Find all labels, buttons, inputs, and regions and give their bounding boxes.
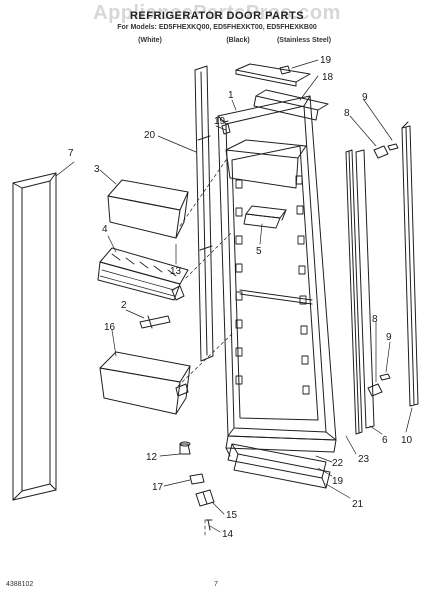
callout-9-top: 9 <box>362 92 368 103</box>
callout-21: 21 <box>352 499 364 510</box>
callout-labels: 1 2 3 4 5 6 7 8 8 9 9 10 12 13 14 15 16 … <box>68 55 413 540</box>
bottom-hinge <box>195 489 215 507</box>
retainer-clip <box>139 315 171 329</box>
hinge-bushing <box>179 441 191 455</box>
door-gasket <box>12 172 57 501</box>
door-liner <box>217 95 337 441</box>
callout-14: 14 <box>222 529 234 540</box>
callout-6: 6 <box>382 435 388 446</box>
diagram-title: REFRIGERATOR DOOR PARTS <box>129 10 305 22</box>
page-number: 7 <box>214 581 218 588</box>
callout-4: 4 <box>102 224 108 235</box>
callout-22: 22 <box>332 458 344 469</box>
callout-15: 15 <box>226 510 238 521</box>
document-number: 4388102 <box>6 581 34 588</box>
liner-top-bin <box>225 139 307 189</box>
door-bin-upper <box>107 179 189 239</box>
callout-9-bottom: 9 <box>386 332 392 343</box>
callout-16: 16 <box>104 322 116 333</box>
door-handle <box>401 121 419 407</box>
door-panel-edge <box>355 149 375 429</box>
callout-12: 12 <box>146 452 158 463</box>
egg-tray <box>97 247 189 301</box>
callout-2: 2 <box>121 300 127 311</box>
callout-18: 18 <box>322 72 334 83</box>
callout-23: 23 <box>358 454 370 465</box>
callout-7: 7 <box>68 148 74 159</box>
hinge-spacer <box>189 473 205 485</box>
callout-3: 3 <box>94 164 100 175</box>
screw-left <box>221 120 231 135</box>
variant-stainless: (Stainless Steel) <box>276 37 332 44</box>
small-dairy-bin <box>243 205 287 229</box>
variant-white: (White) <box>138 37 162 44</box>
callout-19-bottom: 19 <box>332 476 344 487</box>
callout-19-left: 19 <box>214 116 226 127</box>
watermark: AppliancePartsPros.com <box>93 2 341 24</box>
callout-17: 17 <box>152 482 164 493</box>
handle-clip-bottom <box>367 373 391 397</box>
door-top-cap <box>253 89 329 121</box>
door-bin-lower <box>99 351 191 415</box>
door-trim-strip <box>194 65 214 362</box>
callout-8-bottom: 8 <box>372 314 378 325</box>
side-trim <box>345 149 363 435</box>
model-list: For Models: ED5FHEXKQ00, ED5FHEXKT00, ED… <box>117 24 317 31</box>
door-bottom-cap <box>227 443 331 489</box>
callout-8-top: 8 <box>344 108 350 119</box>
callout-19-top: 19 <box>320 55 332 66</box>
variant-black: (Black) <box>226 37 250 44</box>
callout-5: 5 <box>256 246 262 257</box>
callout-20: 20 <box>144 130 156 141</box>
hinge-screw <box>205 519 213 531</box>
handle-clip-top <box>373 143 399 159</box>
callout-1: 1 <box>228 90 234 101</box>
callout-10: 10 <box>401 435 413 446</box>
callout-13: 13 <box>170 266 182 277</box>
top-cover-plate <box>235 63 311 87</box>
